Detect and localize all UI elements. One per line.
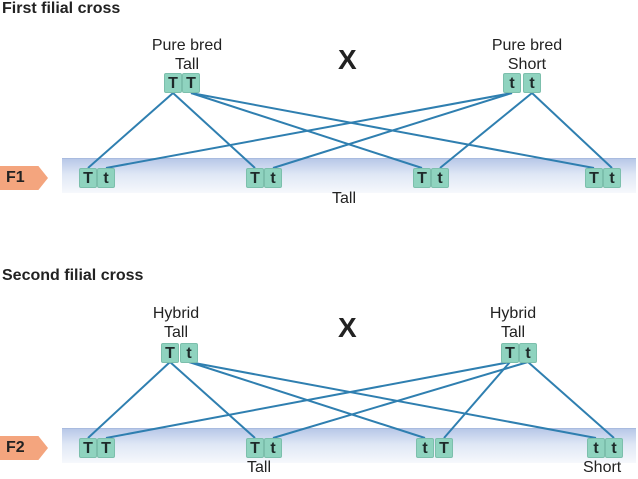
f1-line bbox=[439, 92, 533, 169]
second-parent-left-label-line1: Hybrid bbox=[152, 305, 200, 322]
f2-line bbox=[443, 361, 511, 439]
f1-offspring-2-allele-1: T bbox=[246, 168, 264, 188]
f1-offspring-1-allele-1: T bbox=[79, 168, 97, 188]
second-parent-left-allele-1: T bbox=[161, 343, 179, 363]
second-parent-left-label-line2: Tall bbox=[163, 324, 188, 341]
first-cross-symbol: X bbox=[338, 44, 357, 75]
f1-offspring-4-allele-1: T bbox=[585, 168, 603, 188]
second-parent-right-allele-1: T bbox=[501, 343, 519, 363]
f2-offspring-1-allele-1: T bbox=[79, 438, 97, 458]
first-parent-right-allele-2: t bbox=[523, 73, 541, 93]
f1-offspring-4-allele-2: t bbox=[603, 168, 621, 188]
f1-line bbox=[105, 92, 513, 169]
f1-phenotype-label: Tall bbox=[332, 190, 357, 207]
first-parent-right-label-line2: Short bbox=[507, 56, 547, 73]
f2-offspring-4-allele-1: t bbox=[587, 438, 605, 458]
f1-line bbox=[272, 92, 513, 169]
f1-offspring-band bbox=[62, 158, 636, 193]
f1-arrow-shape bbox=[0, 166, 48, 190]
f1-offspring-2-allele-2: t bbox=[264, 168, 282, 188]
f1-offspring-3-allele-1: T bbox=[413, 168, 431, 188]
f1-generation-arrow: F1 bbox=[0, 166, 48, 190]
first-parent-right-label: Pure bred Short bbox=[467, 36, 587, 74]
f2-line bbox=[527, 361, 615, 439]
f2-offspring-3-allele-1: t bbox=[416, 438, 434, 458]
f2-offspring-1-allele-2: T bbox=[97, 438, 115, 458]
f2-offspring-3-allele-2: T bbox=[435, 438, 453, 458]
f2-line bbox=[272, 361, 529, 439]
f1-offspring-1-allele-2: t bbox=[97, 168, 115, 188]
first-parent-left-allele-2: T bbox=[182, 73, 200, 93]
second-parent-right-label: Hybrid Tall bbox=[453, 304, 573, 342]
second-parent-left-label: Hybrid Tall bbox=[116, 304, 236, 342]
f1-line bbox=[531, 92, 613, 169]
f1-line bbox=[87, 92, 174, 169]
f1-line bbox=[172, 92, 256, 169]
first-parent-right-allele-1: t bbox=[503, 73, 521, 93]
f2-offspring-2-allele-2: t bbox=[264, 438, 282, 458]
second-parent-right-allele-2: t bbox=[519, 343, 537, 363]
f1-offspring-3-allele-2: t bbox=[431, 168, 449, 188]
second-cross-title: Second filial cross bbox=[2, 267, 144, 284]
f2-phenotype-short-label: Short bbox=[583, 459, 622, 476]
first-parent-left-label-line1: Pure bred bbox=[151, 37, 223, 54]
first-parent-left-allele-1: T bbox=[164, 73, 182, 93]
second-cross-symbol: X bbox=[338, 312, 357, 343]
first-parent-right-label-line1: Pure bred bbox=[491, 37, 563, 54]
f2-line bbox=[169, 361, 256, 439]
f2-offspring-2-allele-1: T bbox=[246, 438, 264, 458]
f2-phenotype-tall-label: Tall bbox=[247, 459, 272, 476]
second-parent-right-label-line2: Tall bbox=[500, 324, 525, 341]
f2-offspring-band bbox=[62, 428, 636, 463]
first-cross-title: First filial cross bbox=[2, 0, 121, 17]
f2-line bbox=[188, 361, 597, 439]
f2-generation-label: F2 bbox=[6, 439, 25, 456]
f2-line bbox=[87, 361, 171, 439]
f2-line bbox=[105, 361, 511, 439]
first-parent-left-label: Pure bred Tall bbox=[127, 36, 247, 74]
second-parent-right-label-line1: Hybrid bbox=[489, 305, 537, 322]
f2-generation-arrow: F2 bbox=[0, 436, 48, 460]
second-parent-left-allele-2: t bbox=[180, 343, 198, 363]
f1-generation-label: F1 bbox=[6, 169, 25, 186]
first-parent-left-label-line2: Tall bbox=[174, 56, 199, 73]
f2-offspring-4-allele-2: t bbox=[605, 438, 623, 458]
f2-arrow-shape bbox=[0, 436, 48, 460]
